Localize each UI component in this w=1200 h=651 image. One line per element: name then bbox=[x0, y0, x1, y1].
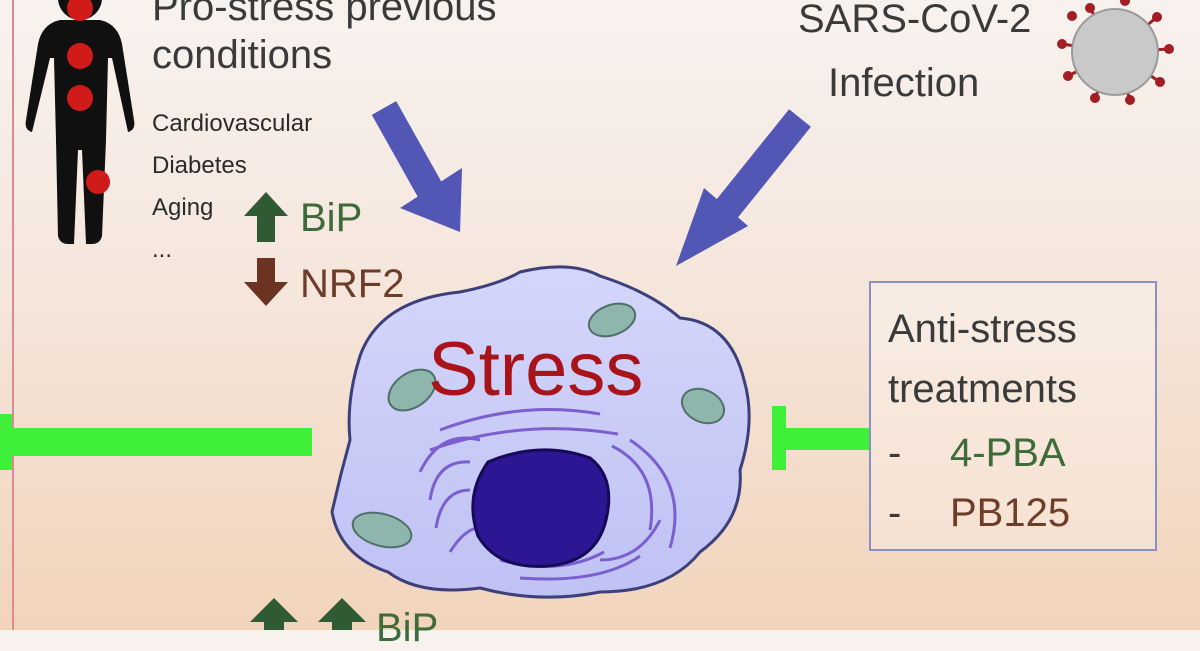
treatment-bullet-1: - bbox=[888, 431, 902, 475]
condition-ellipsis: ... bbox=[152, 236, 173, 263]
treatment-4pba: 4-PBA bbox=[950, 431, 1066, 475]
arrow-infection-to-cell bbox=[676, 109, 811, 266]
inhibition-bar-right bbox=[772, 406, 869, 470]
nrf2-down-label: NRF2 bbox=[300, 262, 405, 306]
treatment-pb125: PB125 bbox=[950, 491, 1071, 535]
treatment-bullet-2: - bbox=[888, 491, 902, 535]
condition-diabetes: Diabetes bbox=[152, 152, 247, 179]
up-arrow-icon bbox=[250, 598, 298, 630]
infection-line2: Infection bbox=[828, 61, 980, 105]
human-body-icon bbox=[25, 0, 135, 244]
treatments-box bbox=[869, 281, 1157, 551]
pro-stress-heading-line2: conditions bbox=[152, 33, 333, 77]
bip-up-label: BiP bbox=[300, 196, 363, 240]
stress-label: Stress bbox=[428, 327, 644, 412]
stressed-cell bbox=[330, 265, 751, 599]
treatments-heading-line1: Anti-stress bbox=[888, 307, 1077, 351]
virus-icon bbox=[1057, 0, 1174, 105]
pro-stress-heading-line1: Pro-stress previous bbox=[152, 0, 497, 29]
nucleus bbox=[471, 448, 611, 568]
down-arrow-icon bbox=[244, 258, 288, 306]
bip-bottom-label: BiP bbox=[376, 606, 439, 650]
up-arrow-icon bbox=[318, 598, 366, 630]
up-arrow-icon bbox=[244, 192, 288, 242]
condition-cardiovascular: Cardiovascular bbox=[152, 110, 313, 137]
inhibition-bar-left bbox=[0, 414, 312, 470]
treatments-heading-line2: treatments bbox=[888, 367, 1077, 411]
condition-aging: Aging bbox=[152, 194, 214, 221]
arrow-conditions-to-cell bbox=[371, 101, 462, 232]
infection-line1: SARS-CoV-2 bbox=[798, 0, 1032, 41]
diagram-canvas bbox=[0, 0, 1174, 630]
